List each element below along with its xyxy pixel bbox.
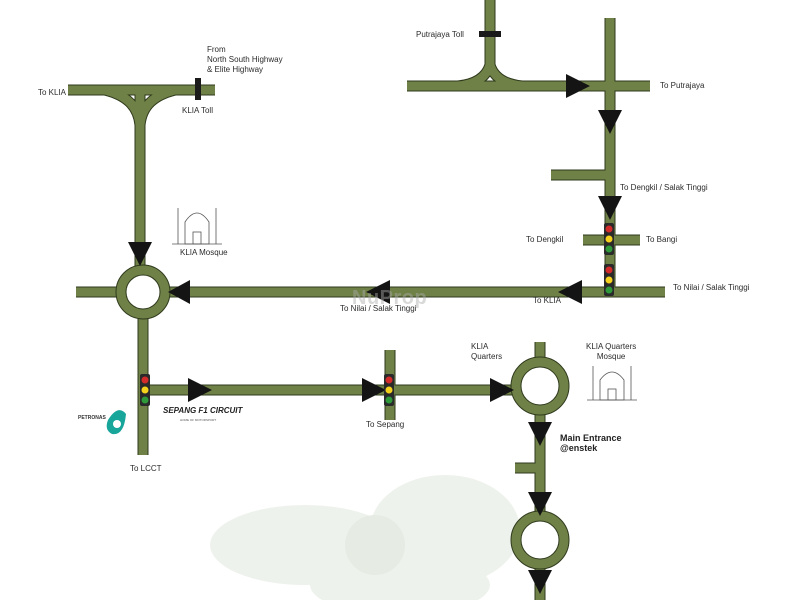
- background-flower-decoration: [210, 475, 520, 600]
- label-from-nsh: From North South Highway & Elite Highway: [207, 45, 283, 74]
- label-to-putrajaya: To Putrajaya: [660, 81, 705, 90]
- putrajaya-toll-gate: [479, 31, 501, 37]
- label-klia-toll: KLIA Toll: [182, 106, 213, 115]
- roundabout-enstek: [510, 510, 570, 570]
- direction-arrows: [128, 74, 622, 594]
- roads: [68, 0, 665, 600]
- klia-mosque-icon: [172, 208, 222, 245]
- label-to-dengkil-salak: To Dengkil / Salak Tinggi: [620, 183, 708, 192]
- label-to-sepang: To Sepang: [366, 420, 405, 429]
- label-to-bangi: To Bangi: [646, 235, 678, 244]
- traffic-light-icon: [604, 264, 614, 296]
- arrow-down-icon: [528, 492, 552, 516]
- arrow-down-icon: [128, 242, 152, 266]
- arrow-left-icon: [366, 280, 390, 304]
- label-main-entrance: Main Entrance @enstek: [560, 433, 622, 453]
- arrow-down-icon: [598, 110, 622, 134]
- klia-toll-gate: [195, 78, 201, 100]
- sepang-circuit-logo: SEPANG F1 CIRCUIT: [163, 406, 243, 415]
- arrow-right-icon: [566, 74, 590, 98]
- arrow-down-icon: [528, 570, 552, 594]
- label-to-klia-north: To KLIA: [38, 88, 67, 97]
- arrow-right-icon: [362, 378, 386, 402]
- label-klia-quarters-mosque: KLIA Quarters Mosque: [586, 342, 637, 361]
- label-to-dengkil: To Dengkil: [526, 235, 564, 244]
- traffic-light-icon: [604, 223, 614, 255]
- sepang-circuit-tagline: HOME OF MOTORSPORT: [180, 418, 217, 422]
- traffic-light-icon: [140, 374, 150, 406]
- petronas-logo-text: PETRONAS: [78, 415, 106, 421]
- label-klia-mosque: KLIA Mosque: [180, 248, 228, 257]
- arrow-right-icon: [490, 378, 514, 402]
- label-to-nilai-salak-mid: To Nilai / Salak Tinggi: [340, 304, 417, 313]
- arrow-right-icon: [188, 378, 212, 402]
- klia-quarters-mosque-icon: [587, 366, 637, 401]
- traffic-light-icon: [384, 374, 394, 406]
- label-to-nilai-salak-east: To Nilai / Salak Tinggi: [673, 283, 750, 292]
- watermark: NuProp: [352, 287, 428, 309]
- petronas-logo-icon: [106, 410, 126, 435]
- label-klia-quarters: KLIA Quarters: [471, 342, 503, 361]
- arrow-left-icon: [558, 280, 582, 304]
- label-to-lcct: To LCCT: [130, 464, 162, 473]
- label-putrajaya-toll: Putrajaya Toll: [416, 30, 464, 39]
- roundabout-klia: [115, 264, 171, 320]
- arrow-left-icon: [168, 280, 190, 304]
- label-to-klia-east: To KLIA: [533, 296, 562, 305]
- roundabout-klia-quarters: [510, 356, 570, 416]
- arrow-down-icon: [528, 422, 552, 446]
- arrow-down-icon: [598, 196, 622, 220]
